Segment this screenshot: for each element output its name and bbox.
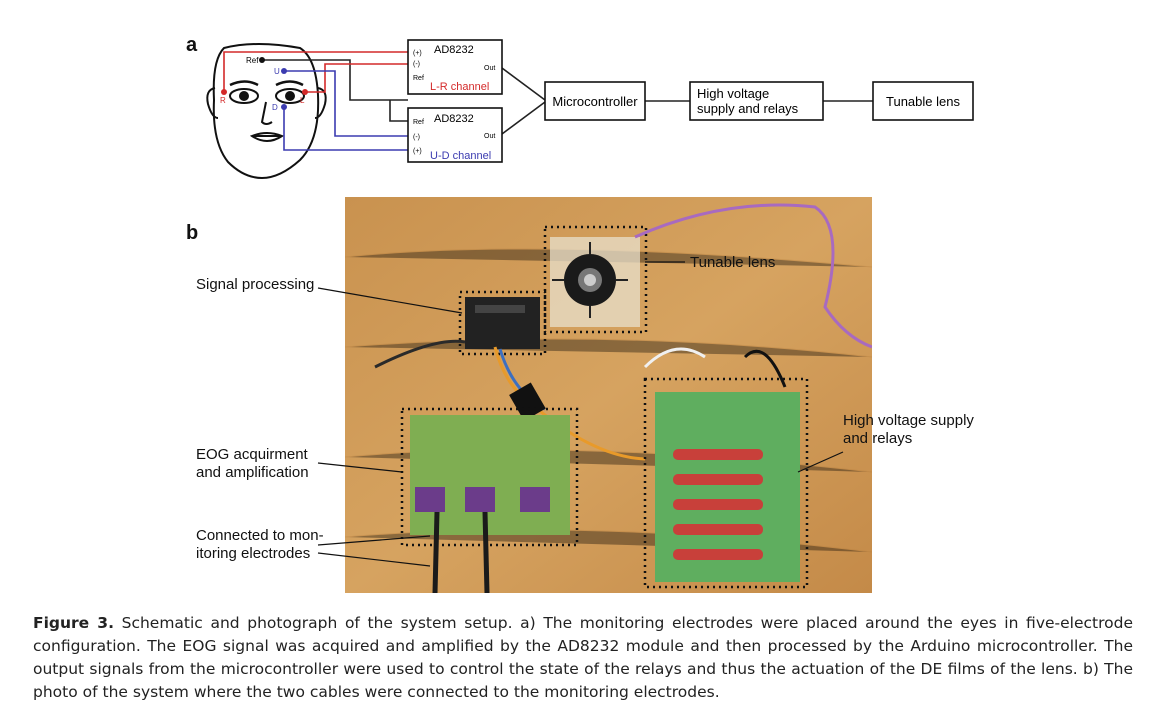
amp-lr-ref: Ref: [413, 75, 424, 82]
amp-block-lr: AD8232 (+) (-) Out Ref L-R channel: [407, 39, 503, 95]
callout-conn-line2: itoring electrodes: [196, 545, 311, 562]
callout-eog-line2: and amplification: [196, 464, 309, 481]
callout-hv-line1: High voltage supply: [843, 412, 974, 429]
amp-ud-channel: U-D channel: [430, 150, 491, 162]
figure-caption: Figure 3. Schematic and photograph of th…: [33, 612, 1133, 704]
schematic-diagram: Ref U D R L AD8232 (+) (-) Out Ref L-R c…: [206, 39, 974, 180]
amp-lr-minus: (-): [413, 61, 420, 68]
arduino-photo: [458, 290, 547, 356]
face-illustration: [206, 43, 327, 180]
caption-text: Schematic and photograph of the system s…: [33, 614, 1133, 701]
panel-b-label: b: [186, 222, 199, 244]
amp-lr-title: AD8232: [434, 44, 474, 56]
amp-ud-title: AD8232: [434, 113, 474, 125]
caption-label: Figure 3.: [33, 614, 114, 632]
down-electrode: [281, 104, 287, 110]
callout-signal-processing: Signal processing: [196, 276, 315, 293]
callout-tunable-lens: Tunable lens: [690, 254, 776, 271]
callout-eog-line1: EOG acquirment: [196, 446, 308, 463]
amp-lr-out: Out: [484, 65, 495, 72]
down-electrode-label: D: [272, 103, 278, 112]
amp-lr-channel: L-R channel: [430, 81, 489, 93]
up-electrode-label: U: [274, 67, 280, 76]
eog-board-photo: [400, 407, 579, 547]
amp-ud-out: Out: [484, 133, 495, 140]
hv-board-photo: [643, 377, 809, 589]
left-electrode: [302, 89, 308, 95]
hv-supply-block: High voltage supply and relays: [689, 81, 824, 121]
tunable-lens-block: Tunable lens: [872, 81, 974, 121]
microcontroller-block: Microcontroller: [544, 81, 646, 121]
right-electrode: [221, 89, 227, 95]
callout-leaders: [317, 261, 844, 567]
amp-ud-plus: (+): [413, 148, 422, 155]
hv-label-line2: supply and relays: [697, 101, 799, 116]
amp-ud-minus: (-): [413, 134, 420, 141]
system-photo: [345, 197, 872, 593]
amp-ud-ref: Ref: [413, 119, 424, 126]
up-electrode: [281, 68, 287, 74]
amp-lr-plus: (+): [413, 50, 422, 57]
electrode-markers: [221, 57, 308, 110]
schematic-wires: [223, 51, 873, 151]
panel-a-label: a: [186, 34, 198, 56]
amp-block-ud: AD8232 Ref (-) Out (+) U-D channel: [407, 107, 503, 163]
callout-conn-line1: Connected to mon-: [196, 527, 324, 544]
left-electrode-label: L: [300, 96, 305, 105]
callout-hv-line2: and relays: [843, 430, 913, 447]
microcontroller-label: Microcontroller: [552, 94, 638, 109]
callout-hv-supply: High voltage supply and relays: [843, 412, 974, 448]
hv-label-line1: High voltage: [697, 86, 769, 101]
callout-eog: EOG acquirment and amplification: [196, 446, 309, 482]
tunable-lens-photo: [543, 225, 648, 334]
callout-connected: Connected to mon- itoring electrodes: [196, 527, 324, 563]
ref-electrode-label: Ref: [246, 56, 259, 65]
tunable-lens-label: Tunable lens: [886, 94, 960, 109]
right-electrode-label: R: [220, 96, 226, 105]
ref-electrode: [259, 57, 265, 63]
